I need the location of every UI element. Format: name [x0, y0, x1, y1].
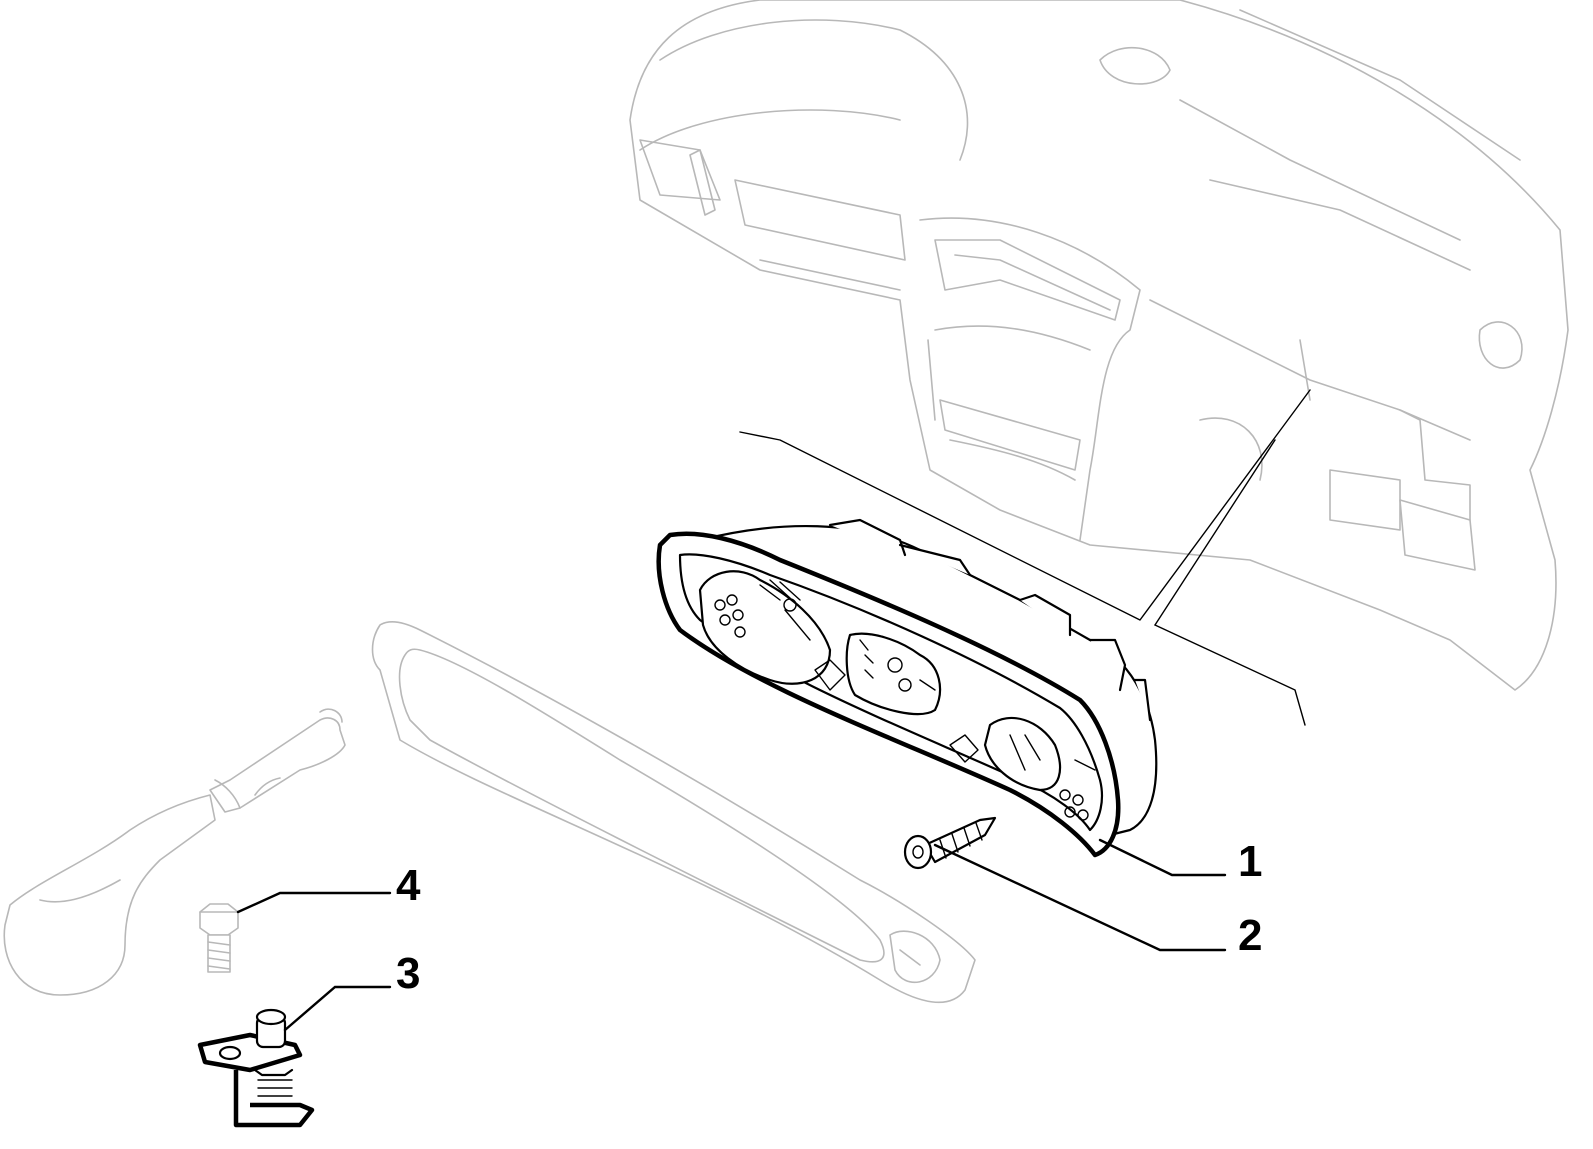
part-spring-stop [197, 1008, 315, 1128]
callout-1: 1 [1238, 837, 1262, 886]
callout-2: 2 [1238, 911, 1262, 960]
leader-4 [236, 891, 392, 914]
callout-3: 3 [396, 949, 420, 998]
part-instrument-cluster [656, 518, 1158, 858]
part-bolt [199, 903, 239, 973]
assembly-lines [739, 389, 1311, 726]
leader-1 [1098, 838, 1227, 877]
handbrake-lever [3, 708, 346, 996]
leader-2 [933, 843, 1227, 952]
callout-4: 4 [396, 861, 421, 910]
part-screw [903, 816, 997, 870]
leader-3 [283, 985, 392, 1032]
trim-bezel [371, 620, 976, 1004]
dashboard-context [629, 0, 1569, 691]
